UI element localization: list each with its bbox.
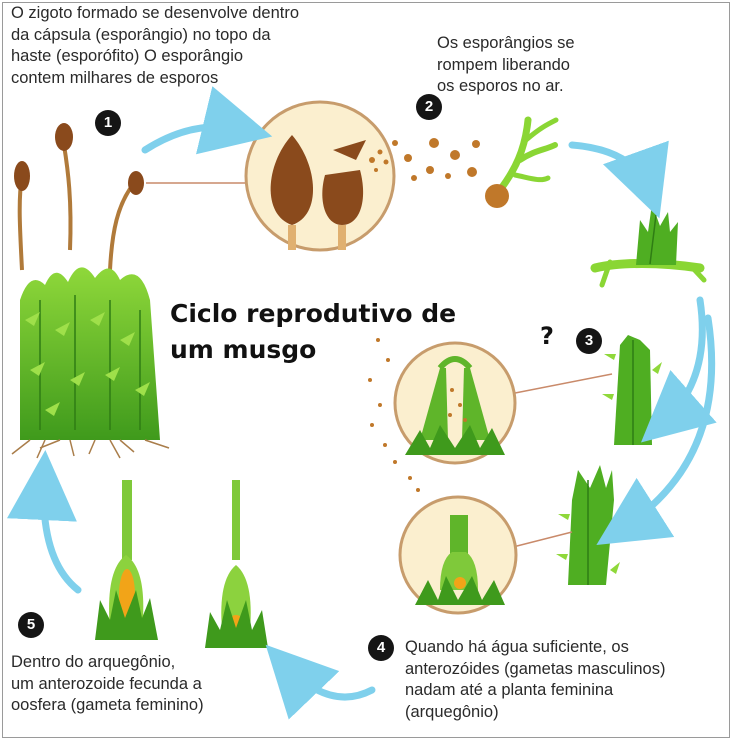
arrow-to-female	[596, 314, 716, 546]
arrow-to-male	[640, 296, 717, 443]
step-2-badge: 2	[416, 94, 442, 120]
arrow-5-to-1	[7, 450, 82, 594]
archegonium-with-oosphere	[205, 480, 268, 648]
step-1-badge: 1	[95, 110, 121, 136]
capsule-closeup-circle	[244, 100, 396, 252]
cycle-arrows	[7, 86, 717, 720]
germinating-spore-protonema	[485, 116, 559, 208]
step-3-question-mark: ?	[540, 322, 554, 350]
step-3-badge: 3	[576, 328, 602, 354]
archegonium-with-zygote	[95, 480, 158, 640]
antheridium-closeup-circle	[393, 341, 517, 465]
diagram-title: Ciclo reprodutivo de um musgo	[170, 299, 457, 364]
step-4-badge: 4	[368, 635, 394, 661]
step-4-caption: Quando há água suficiente, os anterozóid…	[405, 638, 666, 721]
step-2-caption: Os esporângios se rompem liberando os es…	[437, 34, 575, 95]
callout-line-archegonium	[512, 531, 573, 548]
step-5-badge: 5	[18, 612, 44, 638]
male-gametophyte	[602, 335, 664, 445]
young-gametophyte	[590, 204, 707, 288]
arrow-1-to-capsule	[141, 86, 273, 155]
moss-plant-with-sporophytes	[11, 123, 170, 459]
spores-released	[392, 138, 480, 181]
arrow-2-to-gametophyte	[568, 140, 669, 219]
step-5-caption: Dentro do arquegônio, um anterozoide fec…	[11, 653, 204, 714]
female-gametophyte	[556, 465, 622, 585]
archegonium-closeup-circle	[398, 495, 518, 615]
callout-line-antheridium	[509, 373, 613, 395]
antherozoids-swimming	[368, 338, 420, 492]
step-1-caption: O zigoto formado se desenvolve dentro da…	[11, 4, 300, 87]
arrow-4-to-5	[265, 644, 376, 720]
